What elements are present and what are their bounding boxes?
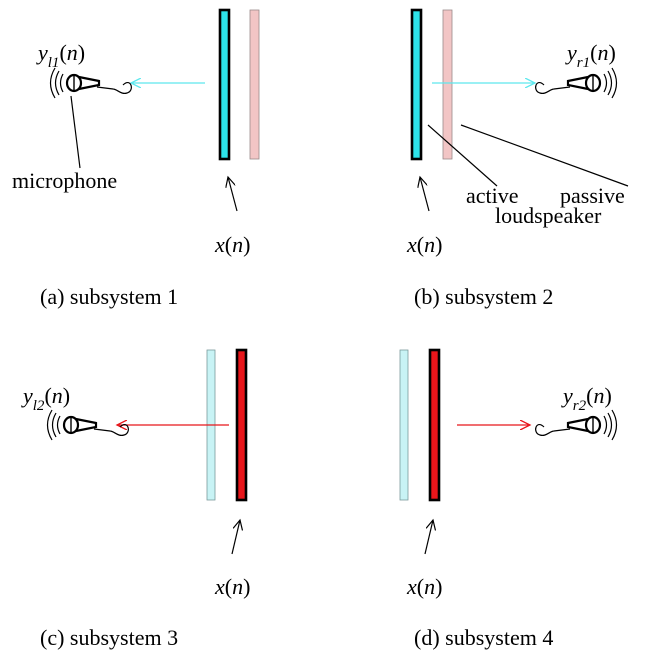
passive-loudspeaker-panel xyxy=(399,349,409,501)
input-label: x(n) xyxy=(214,232,250,257)
microphone-icon xyxy=(48,410,129,440)
subsystem-1: microphone yl1(n) x(n) (a) subsystem 1 xyxy=(12,8,260,309)
input-arrow xyxy=(228,177,238,212)
active-label: active xyxy=(466,183,519,208)
passive-loudspeaker-panel xyxy=(249,9,260,160)
active-loudspeaker-panel xyxy=(218,8,231,161)
active-loudspeaker-panel xyxy=(235,348,248,502)
subsystem-caption: (d) subsystem 4 xyxy=(414,625,553,650)
subsystem-4: yr2(n) x(n) (d) subsystem 4 xyxy=(399,348,618,650)
active-leader-line xyxy=(427,124,498,187)
passive-leader-line xyxy=(460,124,629,187)
passive-label: passive xyxy=(560,183,625,208)
subsystem-caption: (a) subsystem 1 xyxy=(40,284,178,309)
output-label: yr1(n) xyxy=(565,40,616,71)
subsystem-2: yr1(n) active passive loudspeaker x(n) (… xyxy=(406,8,629,309)
microphone-label: microphone xyxy=(12,168,117,193)
microphone-icon xyxy=(51,68,132,98)
microphone-leader-line xyxy=(70,95,81,169)
input-label: x(n) xyxy=(214,574,250,599)
input-label: x(n) xyxy=(406,232,442,257)
active-loudspeaker-panel xyxy=(410,8,423,161)
loudspeaker-label: loudspeaker xyxy=(495,203,602,228)
passive-loudspeaker-panel xyxy=(442,9,453,160)
microphone-icon xyxy=(534,408,618,442)
input-label: x(n) xyxy=(406,574,442,599)
input-arrow xyxy=(424,520,433,555)
input-arrow xyxy=(231,520,240,555)
output-label: yl2(n) xyxy=(21,383,70,414)
microphone-icon xyxy=(534,66,618,100)
active-loudspeaker-panel xyxy=(428,348,441,502)
subsystem-caption: (c) subsystem 3 xyxy=(40,625,178,650)
subsystem-3: yl2(n) x(n) (c) subsystem 3 xyxy=(21,348,250,650)
input-arrow xyxy=(420,177,430,212)
output-label: yr2(n) xyxy=(561,383,612,414)
subsystem-caption: (b) subsystem 2 xyxy=(414,284,553,309)
output-label: yl1(n) xyxy=(36,40,85,71)
